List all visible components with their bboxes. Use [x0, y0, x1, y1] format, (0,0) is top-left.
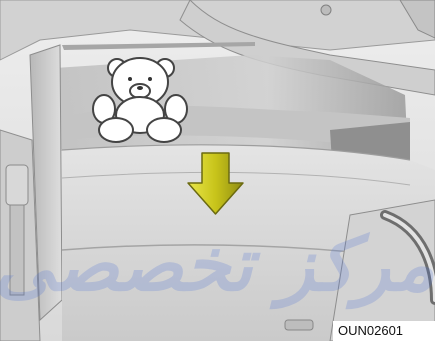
window-switch — [285, 320, 313, 330]
bear-nose — [137, 86, 143, 90]
seat-belt — [10, 205, 24, 295]
figure-code-label: OUN02601 — [333, 321, 435, 341]
bear-eye-right — [148, 77, 152, 81]
seat-belt-anchor — [6, 165, 28, 205]
dome-light — [321, 5, 331, 15]
bear-eye-left — [128, 77, 132, 81]
